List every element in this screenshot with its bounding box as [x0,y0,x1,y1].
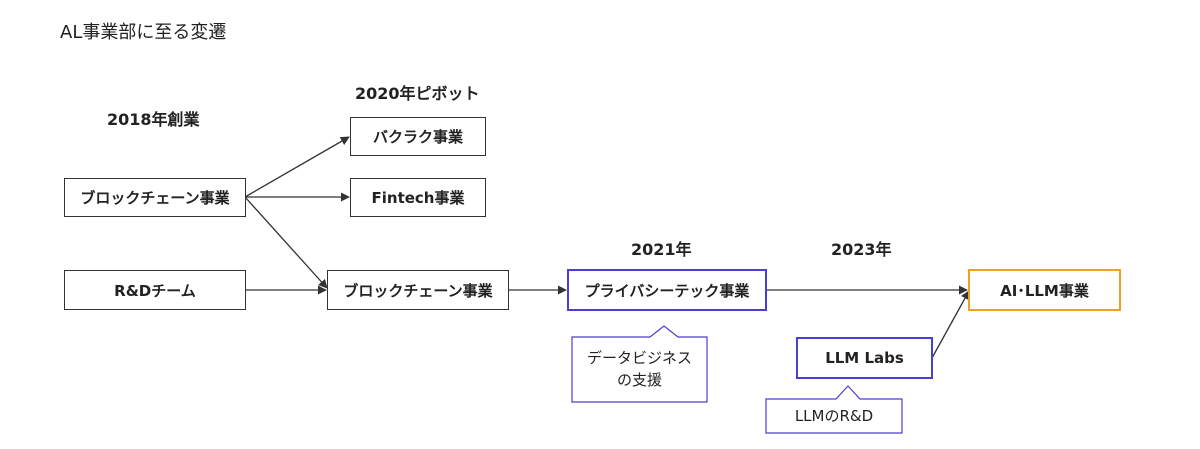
node-privacy-tech: プライバシーテック事業 [567,269,767,311]
page-title: AL事業部に至る変遷 [60,22,227,43]
node-bakuraku: バクラク事業 [350,117,486,156]
node-ai-llm: AI･LLM事業 [968,269,1121,311]
node-rd-team: R&Dチーム [64,270,246,310]
edge-blockchain-to-blockchain2020 [244,196,328,289]
label-2018-founded: 2018年創業 [107,110,200,129]
callout-privacy-shape [571,325,708,403]
edge-llmlabs-to-ai-llm [931,290,970,359]
edge-blockchain-to-bakuraku [244,136,350,198]
node-fintech: Fintech事業 [350,178,486,217]
label-2021: 2021年 [631,240,692,259]
node-blockchain-2020: ブロックチェーン事業 [327,270,509,310]
label-2020-pivot: 2020年ピボット [355,84,480,103]
callout-privacy-text: データビジネス の支援 [572,347,707,391]
label-2023: 2023年 [831,240,892,259]
callout-privacy-line2: の支援 [616,371,662,389]
node-llm-labs: LLM Labs [796,337,933,379]
callout-privacy-line1: データビジネス [586,349,692,367]
callout-llm-shape [765,385,903,434]
node-blockchain-2018: ブロックチェーン事業 [64,178,246,217]
callout-llm-rd-text: LLMのR&D [794,407,874,425]
